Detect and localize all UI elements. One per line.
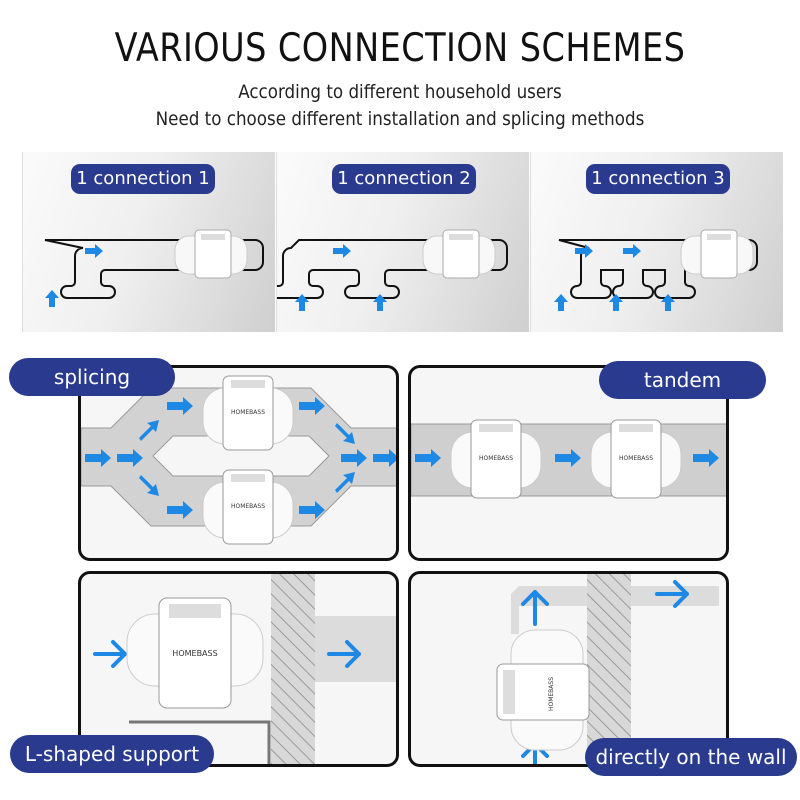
arrow-up-icon xyxy=(373,294,387,311)
arrow-right-icon xyxy=(341,449,367,467)
arrow-diagonal-icon xyxy=(139,420,159,441)
tandem-label: tandem xyxy=(599,361,766,399)
arrow-up-icon xyxy=(554,294,568,311)
arrow-right-icon xyxy=(299,501,325,519)
arrow-right-icon xyxy=(575,244,593,258)
l-shaped-diagram: HOMEBASS xyxy=(93,574,396,764)
arrow-right-icon xyxy=(373,449,396,467)
arrow-diagonal-icon xyxy=(139,475,159,496)
connection-2-diagram xyxy=(277,229,508,311)
arrow-right-icon xyxy=(623,244,641,258)
page-title: VARIOUS CONNECTION SCHEMES xyxy=(114,26,686,71)
connection-scheme-2: 1 connection 2 xyxy=(276,152,529,332)
arrow-right-icon xyxy=(85,449,111,467)
fan-icon: HOMEBASS xyxy=(126,597,264,709)
connection-3-label: 1 connection 3 xyxy=(586,164,730,194)
l-shaped-support-label: L-shaped support xyxy=(10,735,214,773)
fan-brand: HOMEBASS xyxy=(479,455,513,462)
arrow-up-icon xyxy=(521,590,549,626)
fan-icon: HOMEBASS xyxy=(590,419,682,499)
arrow-up-icon xyxy=(45,290,59,307)
fan-icon xyxy=(174,229,248,279)
arrow-right-icon xyxy=(655,580,689,608)
arrow-right-icon xyxy=(167,397,193,415)
arrow-right-icon xyxy=(93,640,127,668)
tandem-panel: HOMEBASS HOMEBASS xyxy=(408,365,729,561)
subtitle-line-2: Need to choose different installation an… xyxy=(155,108,645,130)
wall-mount-label: directly on the wall xyxy=(585,738,797,776)
arrow-right-icon xyxy=(327,640,361,668)
connection-3-diagram xyxy=(554,229,758,311)
wall-mount-diagram: HOMEBASS xyxy=(496,574,719,764)
fan-icon: HOMEBASS xyxy=(202,469,294,545)
fan-icon: HOMEBASS xyxy=(496,629,590,751)
arrow-diagonal-icon xyxy=(335,423,355,444)
arrow-diagonal-icon xyxy=(335,472,355,493)
splicing-label: splicing xyxy=(9,358,175,396)
connection-scheme-3: 1 connection 3 xyxy=(530,152,783,332)
fan-brand: HOMEBASS xyxy=(231,503,265,510)
l-shaped-support-panel: HOMEBASS xyxy=(78,571,399,767)
fan-icon xyxy=(422,229,496,279)
arrow-right-icon xyxy=(299,397,325,415)
fan-brand: HOMEBASS xyxy=(231,409,265,416)
arrow-up-icon xyxy=(661,294,675,311)
fan-icon xyxy=(680,229,754,279)
arrow-right-icon xyxy=(415,449,441,467)
connection-2-label: 1 connection 2 xyxy=(332,164,476,194)
fan-icon: HOMEBASS xyxy=(450,419,542,499)
fan-icon: HOMEBASS xyxy=(202,375,294,451)
connection-1-label: 1 connection 1 xyxy=(71,164,215,194)
fan-brand: HOMEBASS xyxy=(172,649,217,658)
arrow-up-icon xyxy=(609,294,623,311)
fan-brand: HOMEBASS xyxy=(548,677,555,711)
arrow-right-icon xyxy=(85,244,103,258)
arrow-right-icon xyxy=(693,449,719,467)
connection-1-diagram xyxy=(44,229,264,307)
tandem-diagram: HOMEBASS HOMEBASS xyxy=(411,419,726,499)
arrow-up-icon xyxy=(295,294,309,311)
arrow-right-icon xyxy=(555,449,581,467)
subtitle-line-1: According to different household users xyxy=(238,81,562,103)
connection-scheme-1: 1 connection 1 xyxy=(22,152,275,332)
fan-brand: HOMEBASS xyxy=(619,455,653,462)
arrow-right-icon xyxy=(117,449,143,467)
splicing-diagram: HOMEBASS HOMEBASS xyxy=(81,375,396,545)
arrow-right-icon xyxy=(167,501,193,519)
arrow-right-icon xyxy=(333,244,351,258)
wall-mount-panel: HOMEBASS xyxy=(408,571,729,767)
